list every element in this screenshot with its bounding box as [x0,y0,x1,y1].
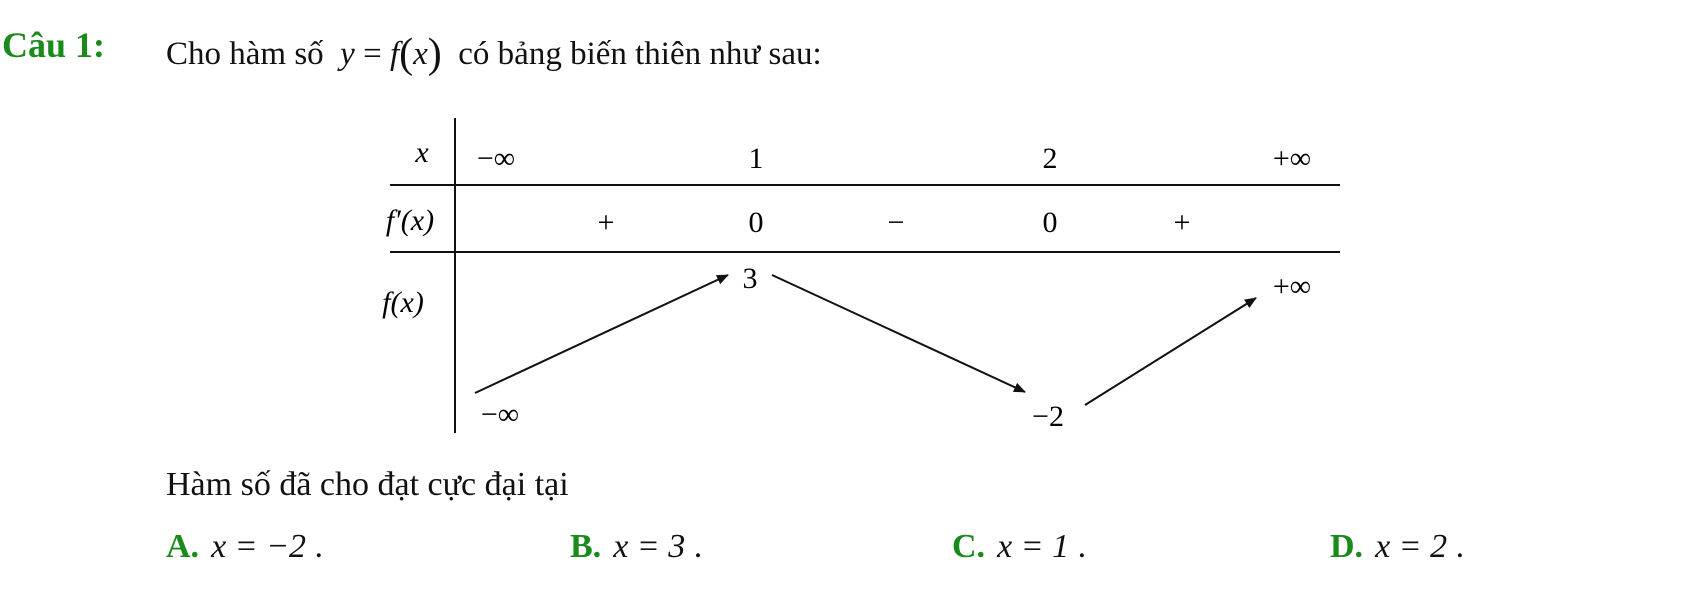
row-label-x: x [414,136,429,169]
question-label: Câu 1: [2,25,106,65]
function-start-value: −∞ [481,398,519,431]
answer-expr: x = 1 [997,528,1070,565]
answer-letter: C. [952,528,986,565]
increasing-arrow [474,274,729,394]
answer-option-b[interactable]: B.x = 3 . [570,528,703,565]
function-end-value: +∞ [1273,270,1311,303]
function-var: x [413,36,428,72]
derivative-zero: 0 [1043,206,1058,239]
answer-expr: x = 3 [613,528,686,565]
answer-option-c[interactable]: C.x = 1 . [952,528,1087,565]
answer-expr: x = −2 [211,528,307,565]
x-value: +∞ [1273,142,1311,175]
function-lhs: y [340,36,355,72]
question-text: Cho hàm số y = f(x) có bảng biến thiên n… [166,31,822,77]
answer-letter: B. [570,528,602,565]
answer-option-d[interactable]: D.x = 2 . [1330,528,1465,565]
answer-letter: D. [1330,528,1364,565]
x-value: 2 [1043,142,1058,175]
row-label-function: f(x) [382,286,424,319]
function-min-value: −2 [1032,400,1064,433]
derivative-sign: + [598,206,615,239]
derivative-sign: + [1174,206,1191,239]
answer-letter: A. [166,528,200,565]
answer-expr: x = 2 [1375,528,1448,565]
row-label-derivative: f′(x) [386,204,434,237]
x-value: −∞ [477,142,515,175]
x-value: 1 [749,142,764,175]
answer-option-a[interactable]: A.x = −2 . [166,528,324,565]
decreasing-arrow [771,274,1026,393]
question-text-after: có bảng biến thiên như sau: [458,36,822,72]
derivative-zero: 0 [749,206,764,239]
derivative-sign: − [888,206,905,239]
increasing-arrow [1084,297,1257,406]
question-prompt: Hàm số đã cho đạt cực đại tại [166,466,569,503]
function-max-value: 3 [743,262,758,295]
question-text-before: Cho hàm số [166,36,324,72]
function-name: f [389,36,400,72]
function-eq: = [354,36,390,72]
